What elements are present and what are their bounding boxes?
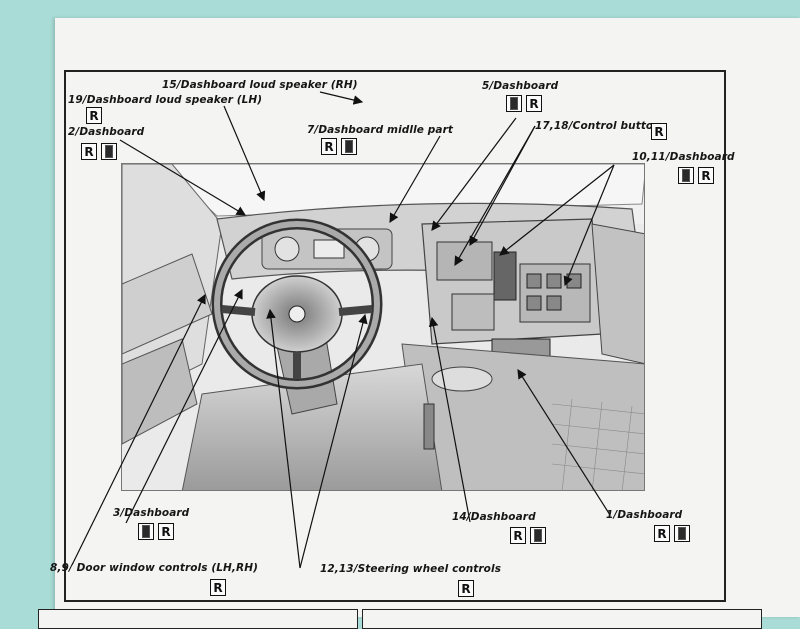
rocker-switch-icon	[138, 523, 154, 540]
label-dashboard-1: 1/Dashboard	[606, 509, 683, 521]
diagram-frame	[64, 70, 726, 602]
marks-door-window-controls: R	[210, 579, 226, 596]
cab-interior-photo	[121, 163, 645, 491]
rocker-switch-icon	[341, 138, 357, 155]
label-dashboard-14: 14/Dashboard	[452, 511, 536, 523]
r-side-mark-icon: R	[86, 107, 102, 124]
marks-dashboard-1: R	[654, 525, 690, 542]
r-side-mark-icon: R	[698, 167, 714, 184]
r-side-mark-icon: R	[654, 525, 670, 542]
rocker-switch-icon	[101, 143, 117, 160]
rocker-switch-icon	[506, 95, 522, 112]
label-dashboard-middle: 7/Dashboard midlle part	[307, 124, 453, 136]
r-side-mark-icon: R	[210, 579, 226, 596]
label-dashboard-10-11: 10,11/Dashboard	[632, 151, 735, 163]
label-door-window-controls: 8,9/ Door window controls (LH,RH)	[50, 562, 258, 574]
marks-dashboard-3: R	[138, 523, 174, 540]
marks-steering-wheel-controls: R	[458, 580, 474, 597]
marks-dashboard-5: R	[506, 95, 542, 112]
r-side-mark-icon: R	[526, 95, 542, 112]
label-control-buttons: 17,18/Control buttons	[535, 120, 668, 132]
marks-dashboard-10-11: R	[678, 167, 714, 184]
label-steering-wheel-controls: 12,13/Steering wheel controls	[320, 563, 502, 575]
r-side-mark-icon: R	[510, 527, 526, 544]
r-side-mark-icon: R	[81, 143, 97, 160]
label-dashboard-2: 2/Dashboard	[68, 126, 145, 138]
label-dashboard-3: 3/Dashboard	[113, 507, 190, 519]
marks-control-buttons: R	[651, 123, 667, 140]
cab-interior-drawing	[122, 164, 644, 490]
marks-dashboard-14: R	[510, 527, 546, 544]
rocker-switch-icon	[674, 525, 690, 542]
r-side-mark-icon: R	[158, 523, 174, 540]
r-side-mark-icon: R	[458, 580, 474, 597]
rocker-switch-icon	[678, 167, 694, 184]
label-dashboard-speaker-lh: 19/Dashboard loud speaker (LH)	[68, 94, 263, 106]
r-side-mark-icon: R	[651, 123, 667, 140]
label-dashboard-5: 5/Dashboard	[482, 80, 559, 92]
marks-dashboard-middle: R	[321, 138, 357, 155]
label-dashboard-speaker-rh: 15/Dashboard loud speaker (RH)	[162, 79, 358, 91]
rocker-switch-icon	[530, 527, 546, 544]
marks-dashboard-2: R	[81, 143, 117, 160]
r-side-mark-icon: R	[321, 138, 337, 155]
marks-speaker-lh: R	[86, 107, 102, 124]
